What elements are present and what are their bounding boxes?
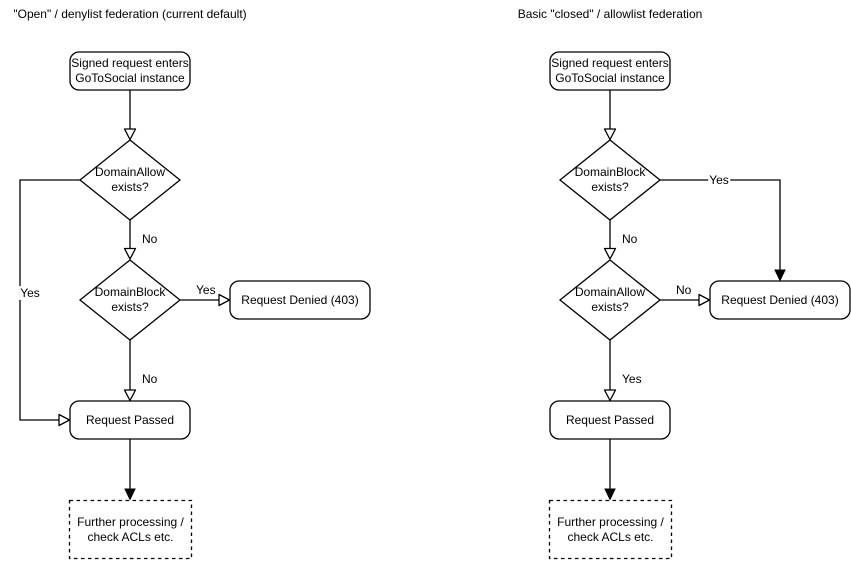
decision2-node-label: DomainBlock exists? xyxy=(94,285,166,314)
denied-node-right: Request Denied (403) xyxy=(710,281,850,319)
passed-node-right: Request Passed xyxy=(550,401,670,439)
start-node-left: Signed request enters GoToSocial instanc… xyxy=(70,52,190,90)
further-node-label: Further processing / check ACLs etc. xyxy=(557,514,664,544)
edge-decision1-yes-right xyxy=(660,179,786,282)
arrowhead-open-down-icon xyxy=(123,247,137,260)
edge-passed-to-further-right xyxy=(604,439,616,501)
edge-decision1-no-left xyxy=(123,220,137,260)
start-node-right: Signed request enters GoToSocial instanc… xyxy=(550,52,670,90)
decision1-yes-label-right: Yes xyxy=(708,173,730,187)
decision1-node-left: DomainAllow exists? xyxy=(80,142,180,218)
denied-node-left: Request Denied (403) xyxy=(230,281,370,319)
arrowhead-open-right-icon xyxy=(58,413,71,427)
decision2-no-label-right: No xyxy=(675,283,693,297)
arrowhead-open-down-icon xyxy=(123,389,137,402)
edge-decision1-no-right xyxy=(603,220,617,260)
start-node-label: Signed request enters GoToSocial instanc… xyxy=(551,56,669,85)
denied-node-label: Request Denied (403) xyxy=(721,292,839,307)
further-box-left xyxy=(68,499,193,560)
edge-decision2-no-right xyxy=(660,293,711,307)
decision2-node-left: DomainBlock exists? xyxy=(80,262,180,338)
edge-decision2-yes-left xyxy=(180,293,231,307)
passed-node-label: Request Passed xyxy=(565,412,655,427)
left-chart-title: "Open" / denylist federation (current de… xyxy=(13,7,247,21)
passed-node-left: Request Passed xyxy=(70,401,190,439)
edge-decision2-yes-right xyxy=(603,340,617,402)
arrowhead-open-down-icon xyxy=(603,247,617,260)
start-node-label: Signed request enters GoToSocial instanc… xyxy=(71,56,189,85)
right-chart-title: Basic "closed" / allowlist federation xyxy=(517,7,703,21)
right-chart-shapes xyxy=(548,51,851,560)
edge-decision1-yes-left xyxy=(19,179,80,427)
decision1-node-right: DomainBlock exists? xyxy=(560,142,660,218)
decision1-no-label-left: No xyxy=(141,232,159,246)
denied-box-right xyxy=(709,280,851,320)
decision2-no-label-left: No xyxy=(141,372,159,386)
passed-node-label: Request Passed xyxy=(85,412,175,427)
edge-passed-to-further-left xyxy=(124,439,136,501)
edge-start-to-decision1-left xyxy=(123,90,137,141)
decision2-yes-label-right: Yes xyxy=(621,372,643,386)
arrowhead-open-down-icon xyxy=(603,128,617,141)
denied-node-label: Request Denied (403) xyxy=(241,292,359,307)
further-node-left: Further processing / check ACLs etc. xyxy=(69,500,192,559)
further-box-right xyxy=(548,499,673,560)
denied-box-left xyxy=(229,280,371,320)
decision2-yes-label-left: Yes xyxy=(195,283,217,297)
arrowhead-open-right-icon xyxy=(698,293,711,307)
left-chart-shapes xyxy=(19,51,371,560)
arrowhead-open-right-icon xyxy=(218,293,231,307)
decision1-no-label-right: No xyxy=(621,232,639,246)
arrowhead-open-down-icon xyxy=(123,128,137,141)
arrowhead-open-down-icon xyxy=(603,389,617,402)
further-node-label: Further processing / check ACLs etc. xyxy=(77,514,184,544)
further-node-right: Further processing / check ACLs etc. xyxy=(549,500,672,559)
decision1-yes-label-left: Yes xyxy=(19,286,41,300)
arrowhead-filled-down-icon xyxy=(604,488,616,501)
decision2-node-label: DomainAllow exists? xyxy=(574,285,646,314)
decision2-node-right: DomainAllow exists? xyxy=(560,262,660,338)
edge-start-to-decision1-right xyxy=(603,90,617,141)
decision1-node-label: DomainAllow exists? xyxy=(94,165,166,194)
decision1-node-label: DomainBlock exists? xyxy=(574,165,646,194)
edge-decision2-no-left xyxy=(123,340,137,402)
arrowhead-filled-down-icon xyxy=(774,269,786,282)
arrowhead-filled-down-icon xyxy=(124,488,136,501)
